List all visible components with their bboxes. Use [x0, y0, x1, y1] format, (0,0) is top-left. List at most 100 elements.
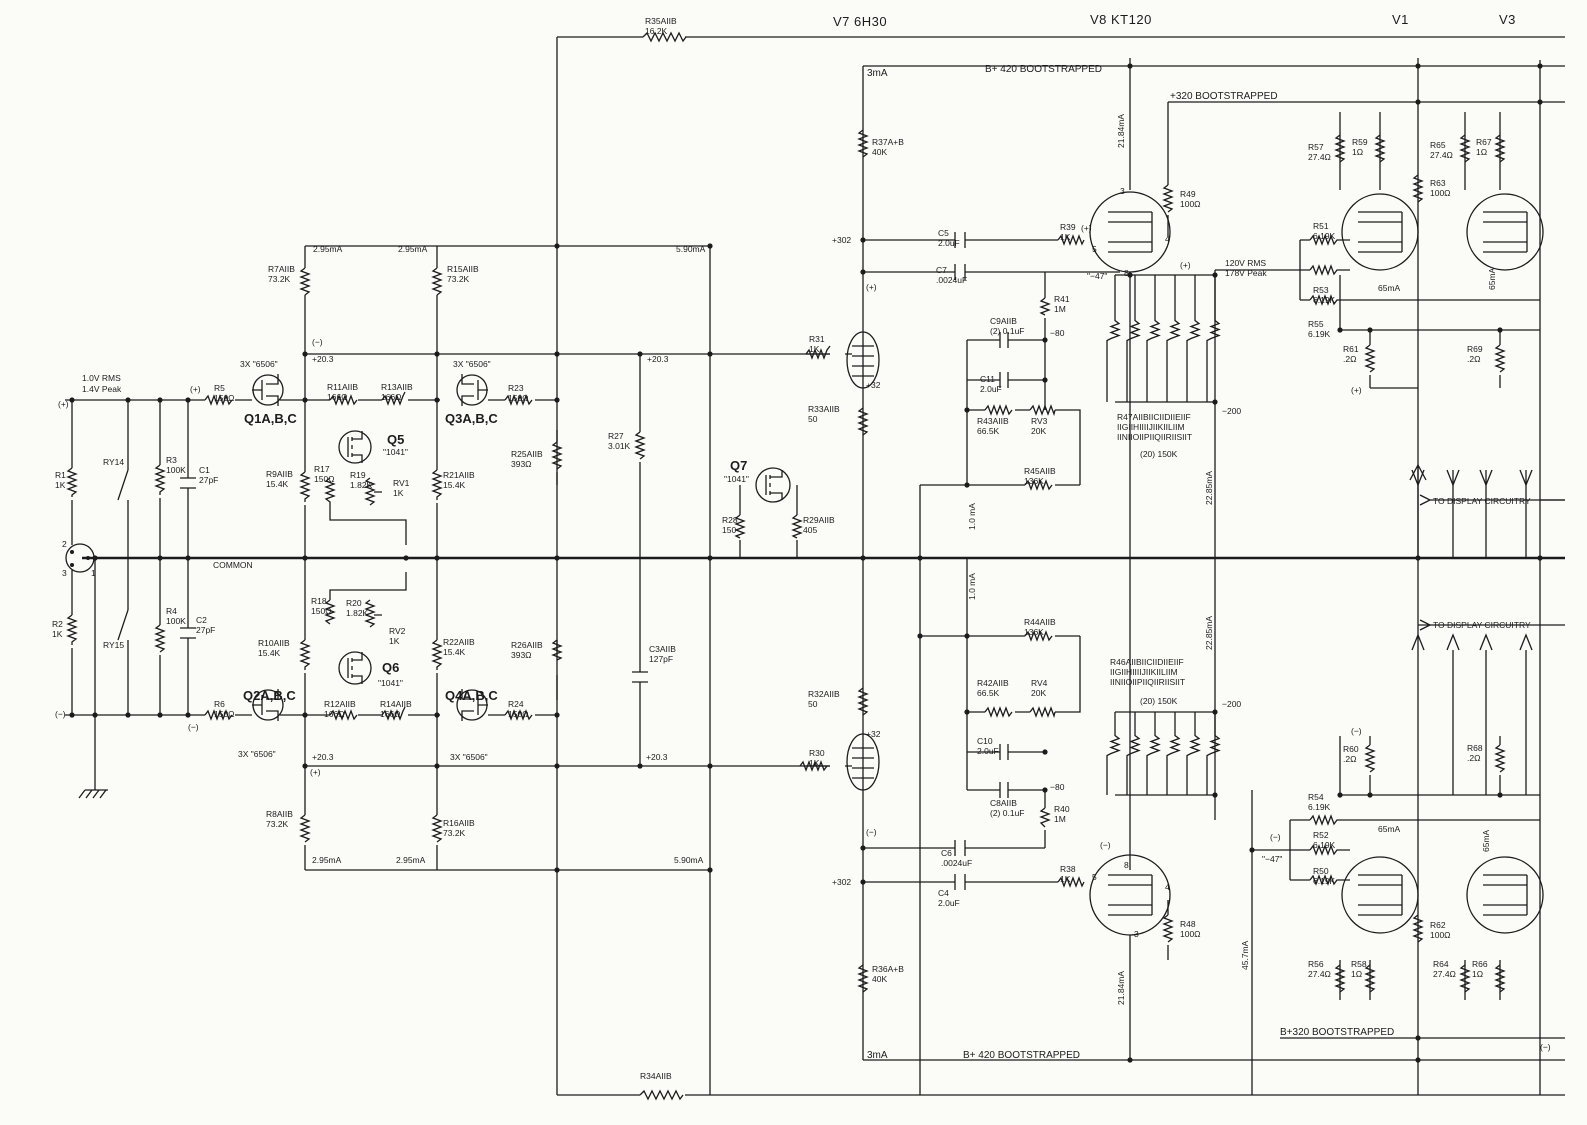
volt-n47-a: "−47" [1087, 271, 1107, 281]
junction-dot [1042, 749, 1048, 755]
resistor-value: 100Ω [1430, 930, 1451, 940]
resistor-value: 27.4Ω [1433, 969, 1456, 979]
resistor-value: 15.4K [443, 647, 466, 657]
junction-dot [964, 633, 970, 639]
junction-dot [1497, 792, 1503, 798]
resistor-value: 405 [803, 525, 817, 535]
polarity-3: (+) [310, 767, 321, 777]
resistor-value: 1.82K [350, 480, 373, 490]
resistor-label: R1 [55, 470, 66, 480]
resistor-label: R57 [1308, 142, 1324, 152]
capacitor-label: C4 [938, 888, 949, 898]
current-p: 65mA [1378, 824, 1401, 834]
resistor-value: 1K [1060, 874, 1071, 884]
resistor-label: R24 [508, 699, 524, 709]
rail-b320-top: +320 BOOTSTRAPPED [1170, 91, 1278, 102]
resistor-label: R40 [1054, 804, 1070, 814]
resistor-value: 1K [809, 758, 820, 768]
capacitor-value: 127pF [649, 654, 673, 664]
polarity-2: (−) [188, 722, 199, 732]
junction-dot [860, 269, 866, 275]
input-peak: 1.4V Peak [82, 384, 122, 394]
resistor-label: R34AIIB [640, 1071, 672, 1081]
resistor-label: R55 [1308, 319, 1324, 329]
bank-resistor [1186, 275, 1201, 402]
capacitor-label: C9AIIB [990, 316, 1017, 326]
resistor-label: RV1 [393, 478, 410, 488]
resistor-label: R4 [166, 606, 177, 616]
resistor-label: R18 [311, 596, 327, 606]
resistor-label: R68 [1467, 743, 1483, 753]
current-k: 1.0 mA [967, 503, 977, 530]
resistor-value: 150Ω [508, 393, 529, 403]
resistor-value: 27.4Ω [1430, 150, 1453, 160]
resistor-value: 1Ω [1351, 969, 1362, 979]
junction-dot [1042, 787, 1048, 793]
junction-dot [434, 712, 440, 718]
resistor-value: 100Ω [1180, 199, 1201, 209]
volt-302-b: +302 [832, 877, 851, 887]
resistor-label: R16AIIB [443, 818, 475, 828]
resistor-value: 16.2K [645, 26, 668, 36]
resistor-value: 6.19K [1313, 295, 1336, 305]
junction-dot [1042, 337, 1048, 343]
resistor-value: 1K [809, 344, 820, 354]
input-level: 1.0V RMS [82, 373, 121, 383]
wiring [65, 36, 1565, 1096]
polarity-13: (−) [1540, 1042, 1551, 1052]
resistor-value: 6.19K [1308, 329, 1331, 339]
capacitor-label: C10 [977, 736, 993, 746]
capacitor-value: .0024uF [936, 275, 967, 285]
resistor-value: .2Ω [1343, 354, 1356, 364]
bank-bot-line2: IIGIIHIIIIJIIKIILIIM [1110, 667, 1178, 677]
capacitor-value: 2.0uF [977, 746, 999, 756]
junction-dot [1212, 709, 1218, 715]
display-top-label: TO DISPLAY CIRCUITRY [1433, 496, 1531, 506]
v8-pin-3-bot: 3 [1134, 929, 1139, 939]
resistor-label: RV4 [1031, 678, 1048, 688]
resistor-label: R19 [350, 470, 366, 480]
resistor-value: 1M [1054, 814, 1066, 824]
resistor-value: 27.4Ω [1308, 969, 1331, 979]
resistor-value: 40K [872, 147, 887, 157]
current-d: 2.95mA [312, 855, 342, 865]
resistor-label: R11AIIB [327, 382, 358, 392]
resistor-value: 1K [1060, 232, 1071, 242]
junction-dot [1415, 555, 1421, 561]
junction-dot [434, 555, 440, 561]
junction-dot [637, 351, 643, 357]
resistor-label: R2 [52, 619, 63, 629]
q5-label: Q5 [387, 432, 404, 447]
input-minus: (−) [55, 709, 66, 719]
resistor-value: 73.2K [268, 274, 291, 284]
junction-dot [1537, 555, 1543, 561]
capacitor-label: C1 [199, 465, 210, 475]
junction-dot [185, 555, 191, 561]
rail-b420-top: B+ 420 BOOTSTRAPPED [985, 64, 1102, 75]
resistor-label: R14AIIB [380, 699, 412, 709]
volt-203-a: +20.3 [312, 354, 334, 364]
junction-dot [860, 879, 866, 885]
q1-label: Q1A,B,C [244, 411, 297, 426]
polarity-8: (+) [1180, 260, 1191, 270]
resistor-value: 1Ω [1472, 969, 1483, 979]
resistor-value: 1K [52, 629, 63, 639]
bank-top-line3: IINIIOIIPIIQIIRIISIIT [1117, 432, 1192, 442]
junction-dot [707, 763, 713, 769]
jfet-1-label: 3X "6506" [240, 359, 278, 369]
jfet-2-label: 3X "6506" [238, 749, 276, 759]
bank-resistor [1206, 275, 1221, 402]
resistor-label: R28 [722, 515, 738, 525]
junction-dot [69, 712, 75, 718]
labels: V7 6H30 V8 KT120 V1 V3 B+ 420 BOOTSTRAPP… [52, 12, 1551, 1081]
capacitor-value: 2.0uF [938, 898, 960, 908]
bank-resistor [1186, 712, 1201, 795]
resistor-value: .2Ω [1467, 354, 1480, 364]
resistor-label: R63 [1430, 178, 1446, 188]
resistor-label: R36A+B [872, 964, 904, 974]
volt-n200-b: −200 [1222, 699, 1241, 709]
resistor-value: .2Ω [1343, 754, 1356, 764]
current-j: 21.84mA [1116, 971, 1126, 1005]
resistor-label: R5 [214, 383, 225, 393]
